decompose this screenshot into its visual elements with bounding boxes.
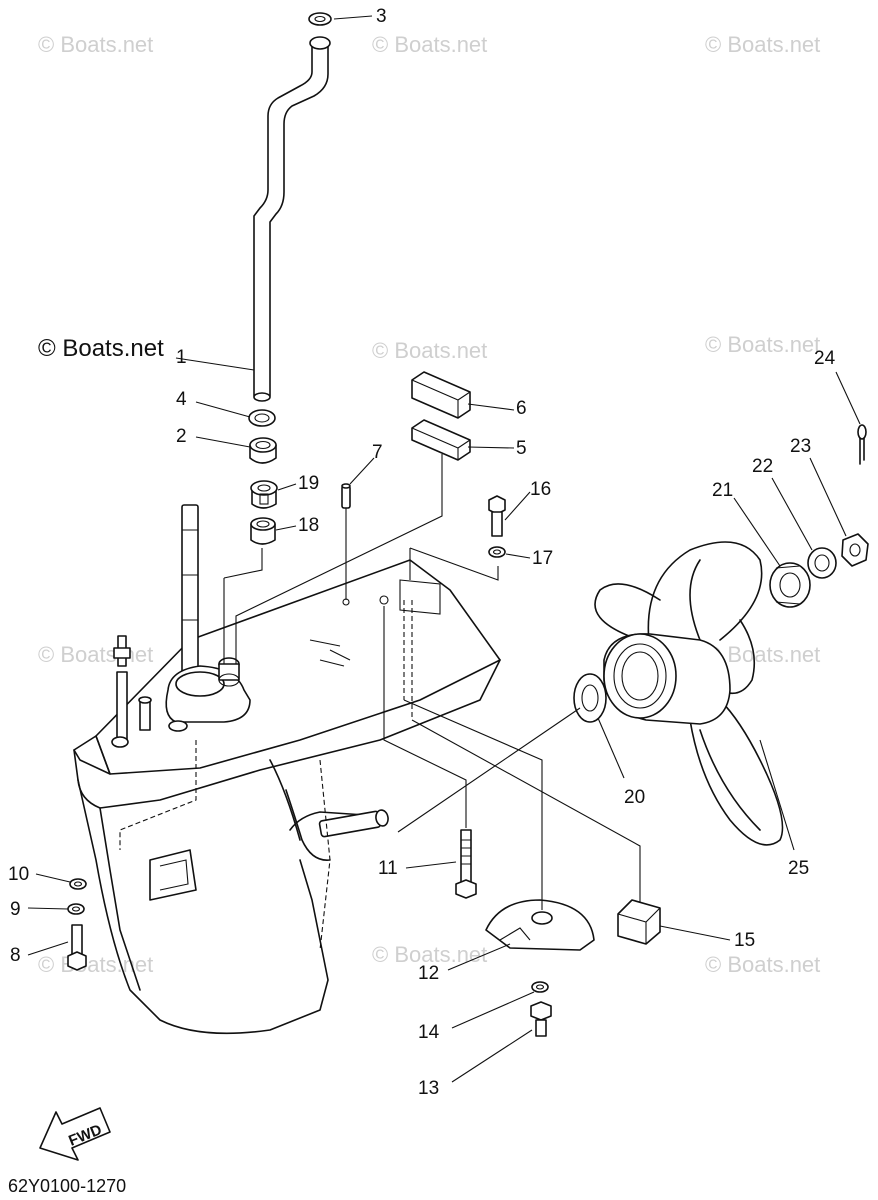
callout-20: 20 (624, 787, 645, 808)
part-17-washer (488, 546, 506, 558)
part-10-washer (69, 878, 87, 890)
callout-7: 7 (372, 442, 383, 463)
leader-lines (27, 15, 861, 1083)
part-19-bushing (250, 480, 278, 509)
part-13-bolt (530, 1001, 552, 1037)
callout-4: 4 (176, 389, 187, 410)
callout-1: 1 (176, 347, 187, 368)
watermark: © Boats.net (372, 338, 487, 363)
part-5-plate (411, 419, 471, 461)
part-15-anode (617, 899, 661, 945)
callout-22: 22 (752, 456, 773, 477)
part-9-washer (67, 903, 85, 915)
callout-2: 2 (176, 426, 187, 447)
part-7-dowel-pin (341, 483, 351, 509)
callout-13: 13 (418, 1078, 439, 1099)
callout-6: 6 (516, 398, 527, 419)
callout-14: 14 (418, 1022, 440, 1043)
part-24-cotter-pin (857, 424, 867, 465)
callout-labels: 3 1 4 2 19 18 6 5 7 16 17 10 9 8 11 12 1… (8, 6, 836, 1099)
callout-19: 19 (298, 473, 319, 494)
part-3-washer (308, 12, 332, 26)
callout-16: 16 (530, 479, 551, 500)
callout-3: 3 (376, 6, 387, 27)
part-22-washer (807, 547, 837, 579)
part-6-plate (411, 371, 471, 419)
callout-10: 10 (8, 864, 29, 885)
watermark: © Boats.net (372, 32, 487, 57)
part-2-seal (249, 437, 277, 464)
callout-12: 12 (418, 963, 439, 984)
part-25-propeller (594, 541, 784, 846)
fwd-arrow-icon: FWD (39, 1107, 111, 1161)
part-18-collar (250, 517, 276, 545)
watermark: © Boats.net (372, 942, 487, 967)
callout-23: 23 (790, 436, 811, 457)
callout-18: 18 (298, 515, 319, 536)
watermarks: © Boats.net © Boats.net © Boats.net © Bo… (38, 32, 820, 977)
watermark: © Boats.net (38, 642, 153, 667)
callout-9: 9 (10, 899, 21, 920)
callout-24: 24 (814, 348, 836, 369)
part-11-bolt (455, 829, 477, 899)
drawing-code: 62Y0100-1270 (8, 1176, 126, 1196)
watermark: © Boats.net (38, 32, 153, 57)
callout-11: 11 (378, 858, 398, 879)
copyright-label: © Boats.net (38, 335, 164, 362)
callout-17: 17 (532, 548, 553, 569)
part-4-grommet (248, 409, 276, 427)
callout-8: 8 (10, 945, 21, 966)
part-23-nut (841, 533, 869, 567)
watermark: © Boats.net (705, 332, 820, 357)
watermark: © Boats.net (705, 32, 820, 57)
part-14-washer (531, 981, 549, 993)
callout-15: 15 (734, 930, 755, 951)
part-21-spacer (769, 562, 811, 608)
part-16-bolt (488, 495, 506, 537)
part-8-bolt (67, 924, 87, 971)
part-12-trim-tab (485, 899, 595, 951)
callout-21: 21 (712, 480, 733, 501)
watermark: © Boats.net (705, 952, 820, 977)
part-20-washer (573, 673, 607, 723)
lower-casing (73, 504, 501, 1035)
callout-25: 25 (788, 858, 809, 879)
watermark: © Boats.net (38, 952, 153, 977)
part-1-water-tube (253, 36, 331, 402)
callout-5: 5 (516, 438, 527, 459)
